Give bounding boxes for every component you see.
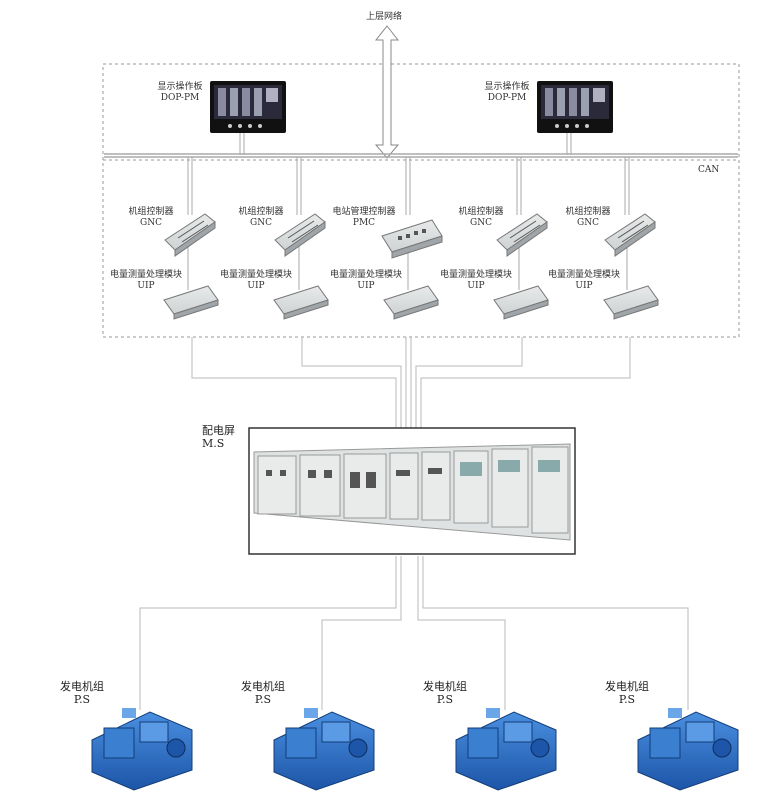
io-module	[603, 285, 659, 320]
control-system-boundary	[102, 63, 740, 338]
can-bus	[104, 153, 738, 158]
generator-set	[637, 708, 739, 791]
switchboard	[248, 427, 576, 555]
controller-module	[164, 213, 216, 257]
controller-module	[496, 213, 548, 257]
controller-module	[274, 213, 326, 257]
io-cables	[191, 337, 631, 428]
display-panel	[537, 81, 613, 155]
generator-cables	[139, 556, 689, 710]
io-module	[493, 285, 549, 320]
controller-module	[381, 219, 443, 259]
display-panel	[210, 81, 286, 155]
can-bus-label: CAN	[698, 165, 720, 175]
upper-network-label: 上层网络	[366, 12, 403, 22]
io-module	[383, 285, 439, 320]
upper-network-arrow	[374, 25, 400, 159]
generator-set	[91, 708, 193, 791]
controller-module	[604, 213, 656, 257]
generator-set	[273, 708, 375, 791]
io-module	[163, 285, 219, 320]
io-module	[273, 285, 329, 320]
can-drops	[187, 157, 630, 290]
generator-set	[455, 708, 557, 791]
